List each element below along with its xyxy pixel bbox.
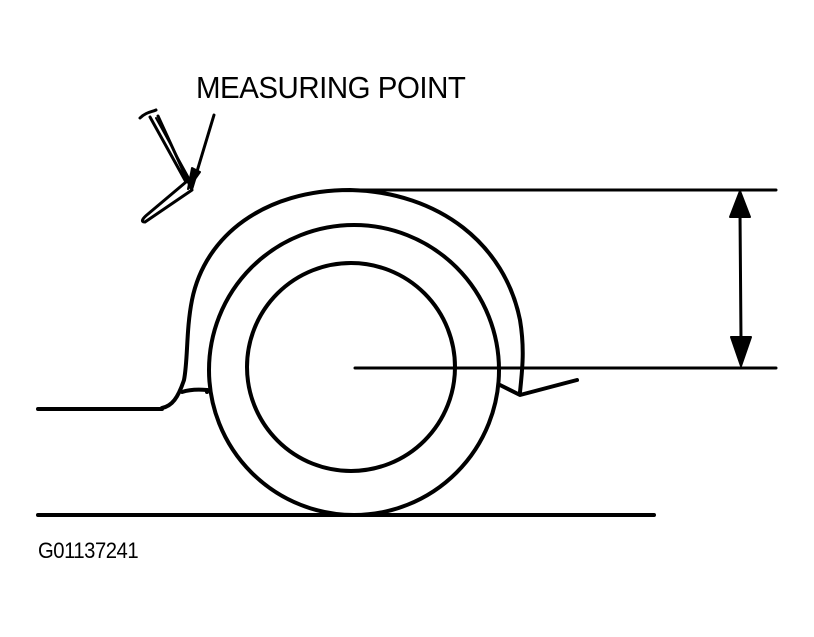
fender-lip-left xyxy=(180,387,209,394)
fender-arch xyxy=(160,188,525,410)
pointer-arrow-icon xyxy=(187,113,216,190)
fender-flap-right xyxy=(498,378,579,397)
vertical-dimension-arrow-icon xyxy=(729,190,752,367)
figure-id: G01137241 xyxy=(38,538,139,563)
measuring-point-label: MEASURING POINT xyxy=(196,70,466,105)
tape-measure-hook-icon xyxy=(138,108,194,224)
